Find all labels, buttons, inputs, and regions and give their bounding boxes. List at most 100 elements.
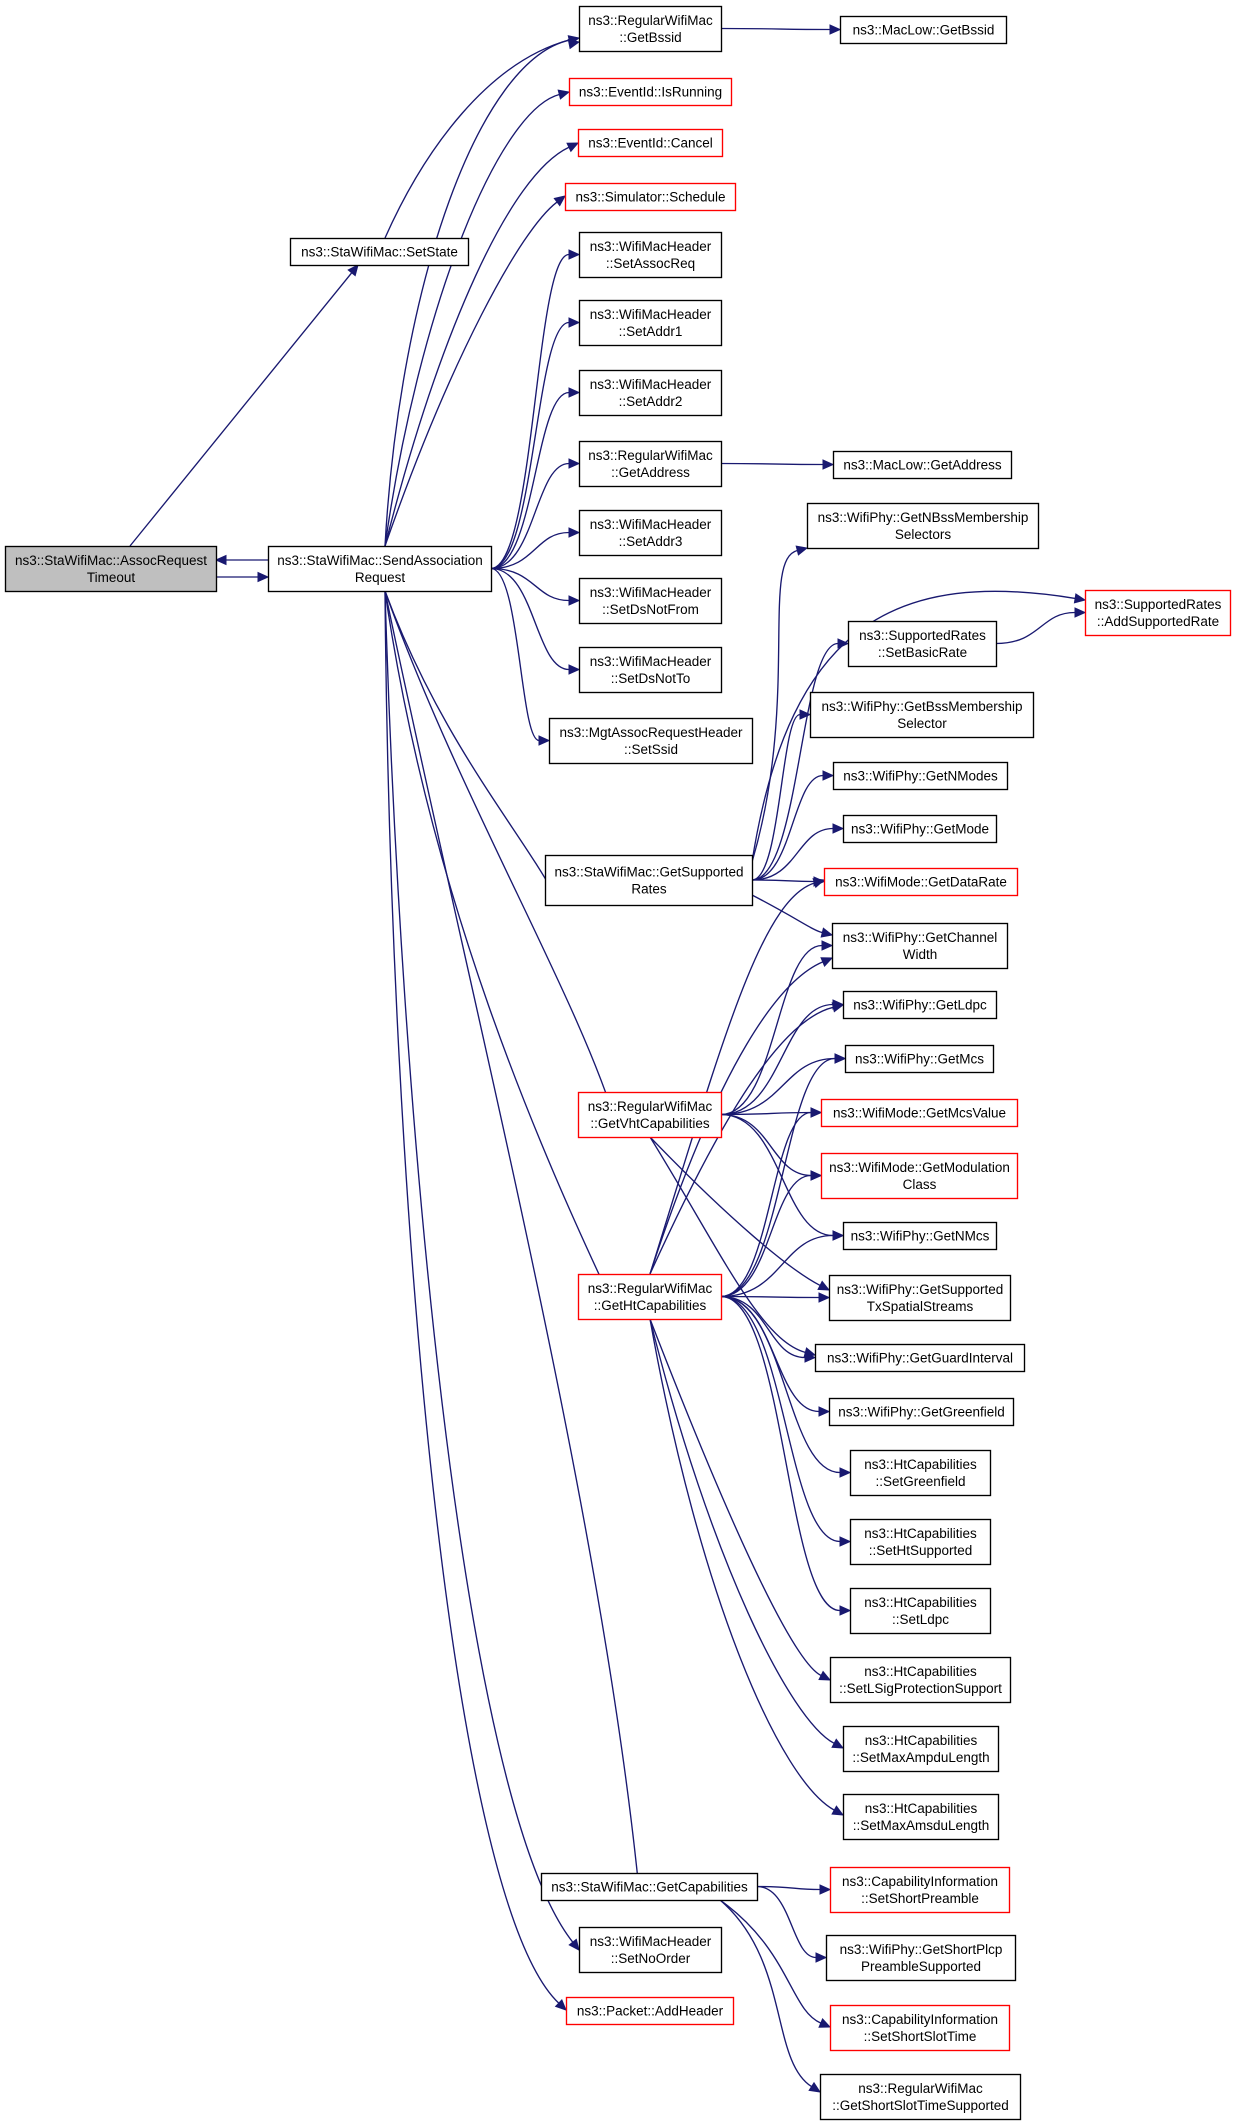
edge-sendAssoc-to-setAddr3 (490, 527, 581, 570)
node-box (847, 620, 998, 668)
edge-line (751, 894, 823, 934)
node-box (842, 814, 998, 844)
node-addHeader[interactable]: ns3::Packet::AddHeader (565, 1996, 735, 2026)
node-getHt[interactable]: ns3::RegularWifiMac::GetHtCapabilities (577, 1273, 723, 1321)
node-getBssid[interactable]: ns3::RegularWifiMac::GetBssid (578, 5, 723, 53)
node-setLSig[interactable]: ns3::HtCapabilities::SetLSigProtectionSu… (829, 1656, 1012, 1704)
node-label: ::SetBasicRate (878, 645, 967, 660)
arrowhead-icon (214, 554, 227, 566)
node-getMode[interactable]: ns3::WifiPhy::GetMode (842, 814, 998, 844)
edge-setBasicRate-to-addSupportedRate (995, 607, 1087, 645)
node-getGreenfield[interactable]: ns3::WifiPhy::GetGreenfield (828, 1397, 1015, 1427)
node-getNModes[interactable]: ns3::WifiPhy::GetNModes (832, 761, 1009, 791)
edge-line (384, 201, 558, 547)
node-addSupportedRate[interactable]: ns3::SupportedRates::AddSupportedRate (1084, 589, 1232, 637)
node-macLowGetBssid[interactable]: ns3::MacLow::GetBssid (839, 15, 1008, 45)
node-cancel[interactable]: ns3::EventId::Cancel (577, 128, 724, 158)
node-setAssocReq[interactable]: ns3::WifiMacHeader::SetAssocReq (578, 231, 723, 279)
node-label: ns3::HtCapabilities (865, 1733, 978, 1748)
edge-line (649, 882, 815, 1275)
node-setGreenfield[interactable]: ns3::HtCapabilities::SetGreenfield (849, 1449, 992, 1497)
node-getDataRate[interactable]: ns3::WifiMode::GetDataRate (823, 867, 1019, 897)
edge-getHt-to-getMcs (720, 1053, 847, 1298)
node-setBasicRate[interactable]: ns3::SupportedRates::SetBasicRate (847, 620, 998, 668)
node-label: ns3::WifiPhy::GetNModes (843, 769, 998, 784)
node-box (578, 231, 723, 279)
edge-sendAssoc-to-assocTimeout (214, 554, 268, 566)
edge-getSupportedRates-to-getNBssSelectors (751, 545, 809, 863)
edge-sendAssoc-to-schedule (384, 195, 566, 547)
node-box (564, 182, 737, 212)
edge-line (649, 961, 824, 1275)
node-box (842, 990, 998, 1020)
edge-line (756, 1885, 821, 1891)
edge-line (751, 774, 824, 881)
node-isRunning[interactable]: ns3::EventId::IsRunning (568, 77, 733, 107)
node-setMaxAmpdu[interactable]: ns3::HtCapabilities::SetMaxAmpduLength (842, 1725, 1000, 1773)
edge-line (384, 590, 618, 1128)
node-schedule[interactable]: ns3::Simulator::Schedule (564, 182, 737, 212)
edge-line (384, 39, 570, 239)
arrowhead-icon (822, 459, 835, 470)
node-setAddr3[interactable]: ns3::WifiMacHeader::SetAddr3 (578, 509, 723, 557)
node-getGuard[interactable]: ns3::WifiPhy::GetGuardInterval (814, 1343, 1026, 1373)
node-label: ns3::WifiMacHeader (590, 1934, 712, 1949)
edge-line (129, 272, 353, 547)
node-box (819, 2073, 1022, 2121)
node-getMcs[interactable]: ns3::WifiPhy::GetMcs (844, 1044, 995, 1074)
node-label: ns3::WifiMode::GetModulation (829, 1160, 1010, 1175)
edge-line (751, 879, 815, 883)
node-getLdpc[interactable]: ns3::WifiPhy::GetLdpc (842, 990, 998, 1020)
node-macLowGetAddress[interactable]: ns3::MacLow::GetAddress (832, 450, 1013, 480)
node-setAddr2[interactable]: ns3::WifiMacHeader::SetAddr2 (578, 369, 723, 417)
node-getSpatial[interactable]: ns3::WifiPhy::GetSupportedTxSpatialStrea… (828, 1274, 1012, 1322)
node-box (578, 299, 723, 347)
node-label: ::SetSsid (624, 742, 678, 757)
node-setShortSlot[interactable]: ns3::CapabilityInformation::SetShortSlot… (829, 2004, 1011, 2052)
node-getMcsValue[interactable]: ns3::WifiMode::GetMcsValue (820, 1098, 1019, 1128)
node-label: ns3::WifiPhy::GetNMcs (851, 1229, 990, 1244)
node-setAddr1[interactable]: ns3::WifiMacHeader::SetAddr1 (578, 299, 723, 347)
node-setHtSupported[interactable]: ns3::HtCapabilities::SetHtSupported (849, 1518, 992, 1566)
edge-getHt-to-getSpatial (720, 1292, 831, 1303)
node-label: ns3::MgtAssocRequestHeader (559, 725, 743, 740)
edge-getHt-to-getModClass (720, 1170, 823, 1298)
edge-sendAssoc-to-setAssocReq (490, 249, 581, 570)
node-getShortSlotSupported[interactable]: ns3::RegularWifiMac::GetShortSlotTimeSup… (819, 2073, 1022, 2121)
node-setState[interactable]: ns3::StaWifiMac::SetState (289, 237, 470, 267)
edge-sendAssoc-to-getSupportedRates (384, 590, 561, 907)
node-setSsid[interactable]: ns3::MgtAssocRequestHeader::SetSsid (548, 717, 754, 765)
node-setShortPreamble[interactable]: ns3::CapabilityInformation::SetShortPrea… (829, 1866, 1011, 1914)
edge-getHt-to-getGuard (720, 1295, 817, 1363)
node-box (844, 1044, 995, 1074)
node-setDsNotFrom[interactable]: ns3::WifiMacHeader::SetDsNotFrom (578, 577, 723, 625)
node-setNoOrder[interactable]: ns3::WifiMacHeader::SetNoOrder (578, 1926, 723, 1974)
node-getAddress[interactable]: ns3::RegularWifiMac::GetAddress (578, 440, 723, 488)
edge-getVht-to-getGuard (649, 1136, 817, 1358)
edge-getHt-to-getDataRate (649, 878, 826, 1275)
edge-line (720, 1113, 834, 1237)
node-getCapabilities[interactable]: ns3::StaWifiMac::GetCapabilities (540, 1872, 759, 1902)
node-setDsNotTo[interactable]: ns3::WifiMacHeader::SetDsNotTo (578, 646, 723, 694)
edge-line (720, 1295, 841, 1612)
node-box (829, 1866, 1011, 1914)
node-setMaxAmsdu[interactable]: ns3::HtCapabilities::SetMaxAmsduLength (842, 1793, 1000, 1841)
arrowhead-icon (839, 1467, 852, 1478)
node-getShortPlcp[interactable]: ns3::WifiPhy::GetShortPlcpPreambleSuppor… (825, 1934, 1017, 1982)
edge-line (384, 39, 570, 547)
arrowhead-icon (822, 770, 835, 781)
node-setLdpc[interactable]: ns3::HtCapabilities::SetLdpc (849, 1587, 992, 1635)
node-getNMcs[interactable]: ns3::WifiPhy::GetNMcs (842, 1221, 998, 1251)
arrowhead-icon (799, 709, 812, 720)
node-label: ns3::HtCapabilities (864, 1664, 977, 1679)
node-label: Selector (897, 716, 947, 731)
node-box (849, 1518, 992, 1566)
node-getVht[interactable]: ns3::RegularWifiMac::GetVhtCapabilities (577, 1091, 723, 1139)
